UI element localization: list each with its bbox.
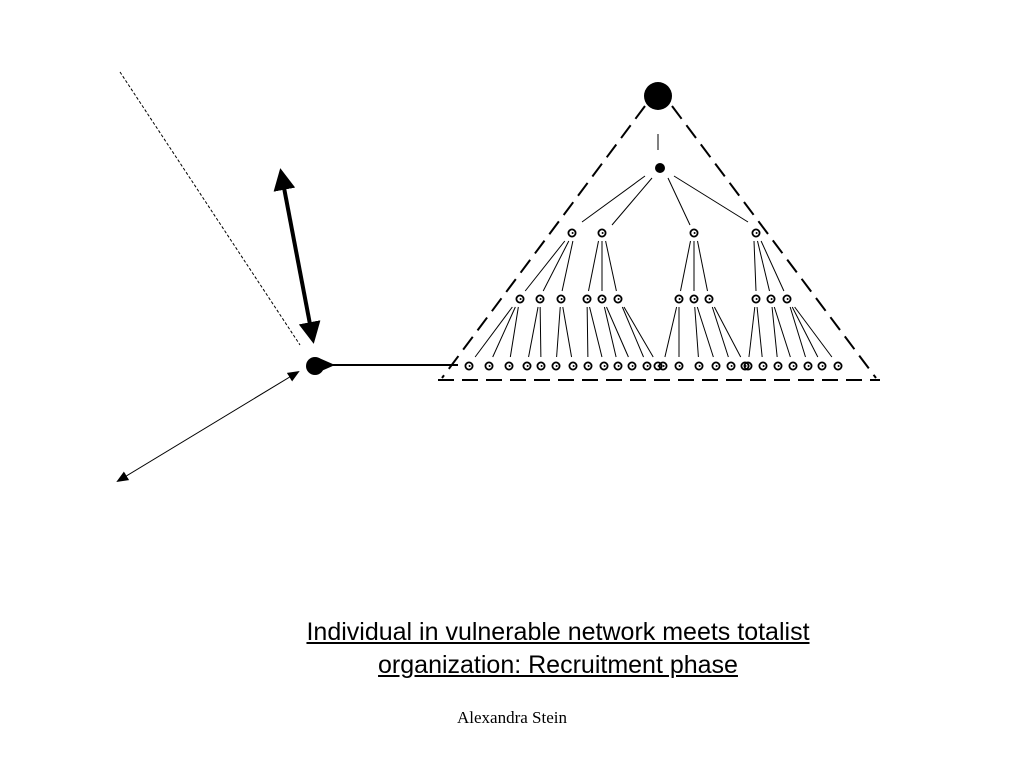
tier4-member-node [515, 294, 525, 304]
hierarchy-link [711, 306, 729, 358]
hierarchy-links [474, 175, 833, 358]
base-member-node [568, 361, 578, 371]
base-member-node [583, 361, 593, 371]
hierarchy-link [588, 240, 599, 292]
hierarchy-link [713, 306, 742, 358]
hierarchy-link [696, 306, 714, 358]
hierarchy-link [789, 306, 806, 358]
hierarchy-link [664, 306, 678, 358]
base-member-node [613, 361, 623, 371]
tier4-member-node [689, 294, 699, 304]
base-member-node [627, 361, 637, 371]
hierarchy-link [542, 240, 570, 292]
hierarchy-link [757, 240, 770, 292]
tier3-member-node [689, 228, 699, 238]
hierarchy-link [524, 240, 566, 292]
hierarchy-link [794, 306, 833, 358]
caption-line-2: organization: Recruitment phase [378, 651, 738, 679]
hierarchy-link [791, 306, 819, 358]
base-member-node [711, 361, 721, 371]
base-member-node [464, 361, 474, 371]
base-member-node [773, 361, 783, 371]
tier4-member-node [597, 294, 607, 304]
hierarchy-link [605, 240, 617, 292]
base-member-node [536, 361, 546, 371]
base-member-node [726, 361, 736, 371]
tier4-member-node [782, 294, 792, 304]
base-member-node [788, 361, 798, 371]
hierarchy-link [562, 306, 573, 358]
hierarchy-link [539, 306, 542, 358]
hierarchy-link [606, 306, 629, 358]
hierarchy-link [581, 175, 646, 223]
hierarchy-link [556, 306, 561, 358]
hierarchy-link [694, 306, 699, 358]
hierarchy-link [509, 306, 519, 358]
hierarchy-link [753, 240, 757, 292]
tier4-member-node [613, 294, 623, 304]
tier4-member-node [766, 294, 776, 304]
base-member-node [599, 361, 609, 371]
base-member-node [642, 361, 652, 371]
organization-triangle [438, 105, 880, 381]
base-member-node [658, 361, 668, 371]
base-member-node [758, 361, 768, 371]
hierarchy-link [528, 306, 539, 358]
second-tier-node [655, 163, 665, 173]
hierarchy-link [492, 306, 516, 358]
base-member-node [833, 361, 843, 371]
base-member-node [674, 361, 684, 371]
hierarchy-link [697, 240, 708, 292]
caption-line-1: Individual in vulnerable network meets t… [306, 618, 810, 646]
hierarchy-link [561, 240, 574, 292]
base-member-node [484, 361, 494, 371]
dotted-network-link [119, 71, 301, 346]
base-member-node [803, 361, 813, 371]
hierarchy-link [623, 306, 654, 358]
hierarchy-link [611, 177, 653, 226]
network-diagram [116, 71, 880, 483]
hierarchy-link [760, 240, 785, 292]
base-member-node [817, 361, 827, 371]
tier4-member-node [674, 294, 684, 304]
hierarchy-link [589, 306, 603, 358]
hierarchy-link [748, 306, 756, 358]
tier3-member-node [751, 228, 761, 238]
author-credit: Alexandra Stein [457, 708, 567, 727]
hierarchy-link [474, 306, 513, 358]
tier4-member-node [751, 294, 761, 304]
base-member-node [551, 361, 561, 371]
base-member-node [504, 361, 514, 371]
member-nodes [464, 228, 843, 371]
individual-node [306, 357, 324, 375]
base-member-node [522, 361, 532, 371]
hierarchy-link [773, 306, 791, 358]
tier4-member-node [704, 294, 714, 304]
thin-double-arrow [116, 370, 300, 483]
hierarchy-link [673, 175, 749, 223]
tier4-member-node [582, 294, 592, 304]
leader-node [644, 82, 672, 110]
tier4-member-node [556, 294, 566, 304]
thick-double-arrow [273, 168, 321, 344]
hierarchy-link [621, 306, 644, 358]
tier3-member-node [567, 228, 577, 238]
hierarchy-link [667, 177, 691, 226]
slide-caption: Individual in vulnerable network meets t… [200, 616, 916, 682]
hierarchy-link [680, 240, 691, 292]
base-member-node [743, 361, 753, 371]
hierarchy-link [603, 306, 617, 358]
hierarchy-link [586, 306, 589, 358]
base-member-node [694, 361, 704, 371]
tier3-member-node [597, 228, 607, 238]
hierarchy-link [771, 306, 778, 358]
hierarchy-link [756, 306, 763, 358]
tier4-member-node [535, 294, 545, 304]
